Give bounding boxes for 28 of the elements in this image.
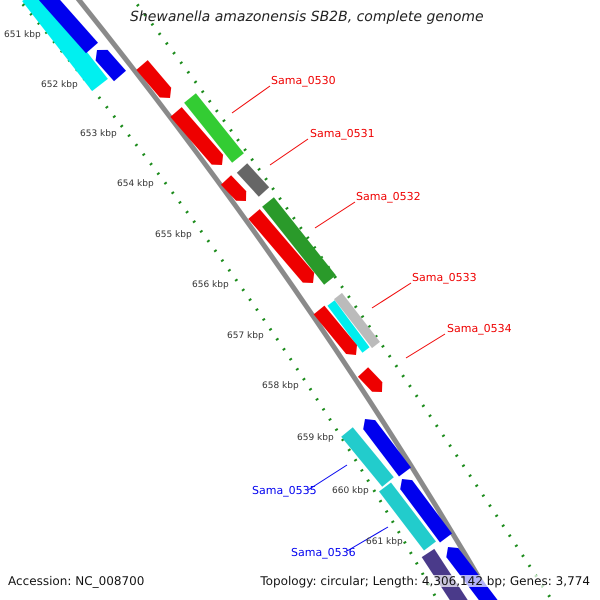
leader-line <box>372 282 412 308</box>
scale-label: 651 kbp <box>4 31 41 40</box>
leader-line <box>270 138 308 166</box>
scale-label: 656 kbp <box>192 281 229 290</box>
scale-label: 652 kbp <box>41 81 78 90</box>
gene-label: Sama_0534 <box>447 323 512 334</box>
scale-label: 659 kbp <box>297 434 334 443</box>
scale-label: 654 kbp <box>117 180 154 189</box>
gene-label: Sama_0535 <box>252 485 317 496</box>
leader-line <box>406 334 446 358</box>
diagram-title: Shewanella amazonensis SB2B, complete genome <box>130 10 484 24</box>
gene-label: Sama_0533 <box>412 272 477 283</box>
scale-label: 657 kbp <box>227 332 264 341</box>
gene-label: Sama_0530 <box>271 75 336 86</box>
scale-label: 660 kbp <box>332 487 369 496</box>
scale-label: 655 kbp <box>155 231 192 240</box>
leader-line <box>308 464 348 490</box>
leader-line <box>314 202 356 228</box>
scale-label: 661 kbp <box>366 538 403 547</box>
gene-label: Sama_0531 <box>310 128 375 139</box>
scale-label: 658 kbp <box>262 382 299 391</box>
leader-line <box>232 86 270 114</box>
gene-label: Sama_0536 <box>291 547 356 558</box>
scale-label: 653 kbp <box>80 130 117 139</box>
accession-text: Accession: NC_008700 <box>8 575 144 587</box>
genome-info-text: Topology: circular; Length: 4,306,142 bp; Genes: 3,774 <box>260 575 590 587</box>
gene-label: Sama_0532 <box>356 191 421 202</box>
leader-line <box>346 526 388 552</box>
